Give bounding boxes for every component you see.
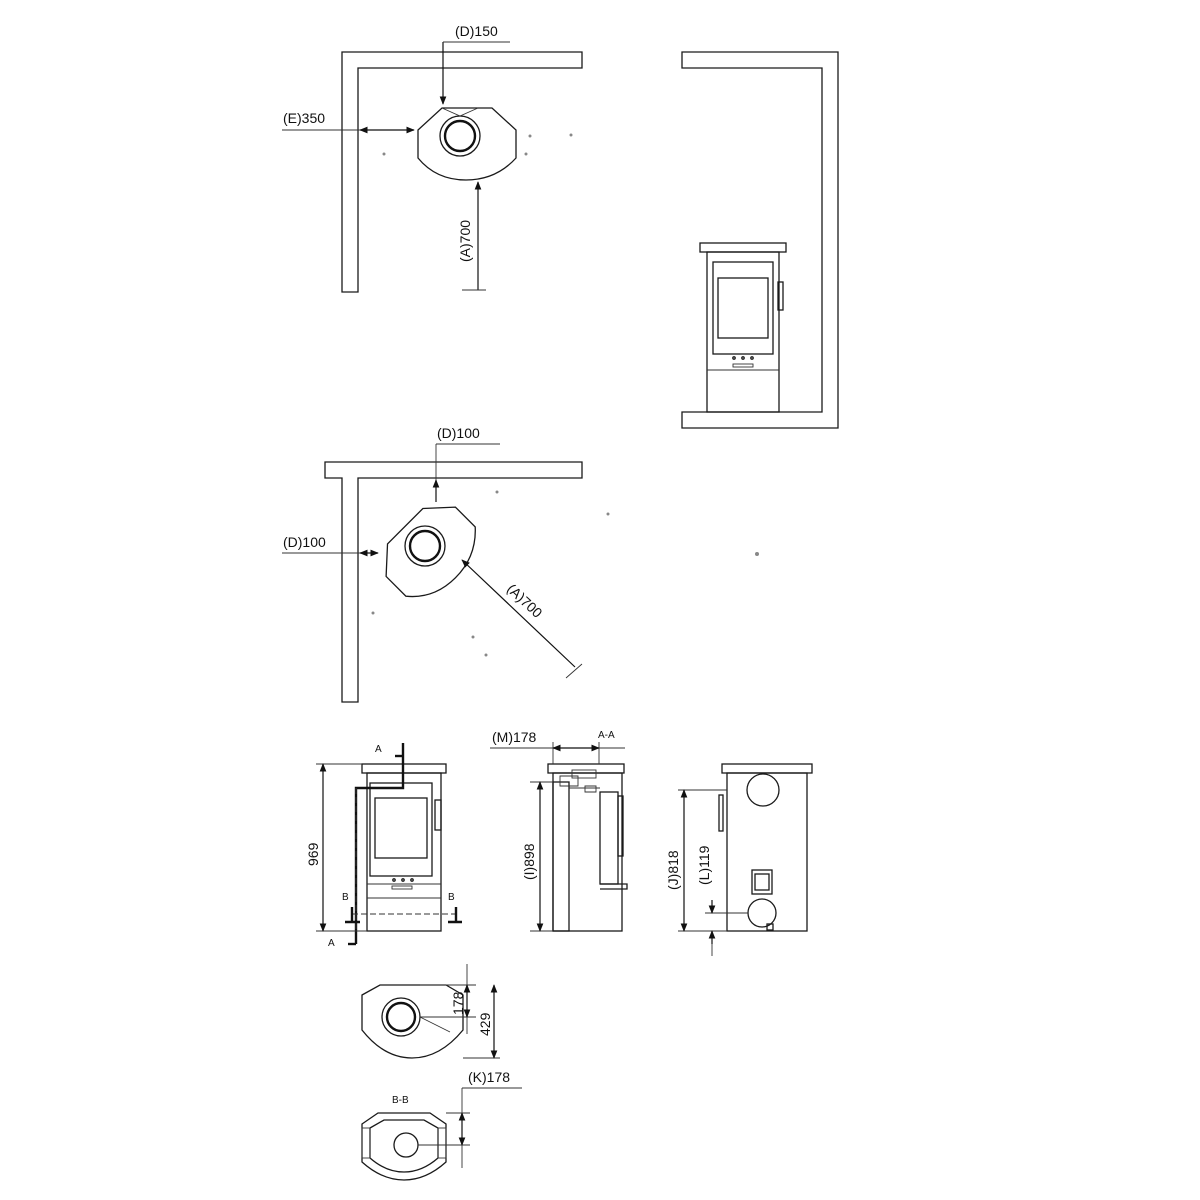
section-title-b-b: B-B (392, 1095, 409, 1106)
section-marker-b-right: B (448, 892, 455, 903)
plan-view: 178 429 (361, 964, 500, 1059)
back-view: (J)818 (L)119 (665, 763, 813, 956)
dim-label-height-969: 969 (305, 842, 321, 866)
side-section-view: (M)178 A-A (I)898 (490, 729, 628, 932)
section-marker-a-bottom: A (328, 938, 335, 949)
dim-label-d150: (D)150 (455, 23, 498, 39)
dim-label-a700: (A)700 (457, 220, 473, 262)
dim-label-corner-a700: (A)700 (504, 580, 546, 621)
dim-label-corner-d100-left: (D)100 (283, 534, 326, 550)
dim-label-plan-429: 429 (477, 1012, 493, 1036)
l-shaped-wall (341, 51, 583, 293)
section-marker-a-top: A (375, 744, 382, 755)
stove-top-view (417, 107, 517, 181)
wall-layout-corner: (D)100 (D)100 (A)700 (282, 425, 610, 703)
dim-label-l119: (L)119 (696, 845, 712, 885)
dim-label-e350: (E)350 (283, 110, 325, 126)
dim-label-i898: (I)898 (521, 843, 537, 880)
section-marker-b-left: B (342, 892, 349, 903)
dim-label-m178: (M)178 (492, 729, 537, 745)
dim-label-corner-d100-top: (D)100 (437, 425, 480, 441)
front-view: A A B B 969 (305, 743, 462, 949)
corner-wall (324, 461, 583, 703)
dim-label-j818: (J)818 (665, 850, 681, 890)
stove-corner-view (385, 506, 476, 598)
alcove-wall (681, 51, 839, 429)
dim-label-k178: (K)178 (468, 1069, 510, 1085)
dim-label-plan-178: 178 (450, 991, 466, 1015)
section-title-a-a: A-A (598, 730, 615, 741)
section-b-b-view: B-B (K)178 (361, 1069, 522, 1181)
stove-elevation (699, 242, 787, 413)
wall-layout-side-elevation (681, 51, 839, 556)
wall-layout-rear: (D)150 (E)350 (A)700 (282, 23, 583, 293)
